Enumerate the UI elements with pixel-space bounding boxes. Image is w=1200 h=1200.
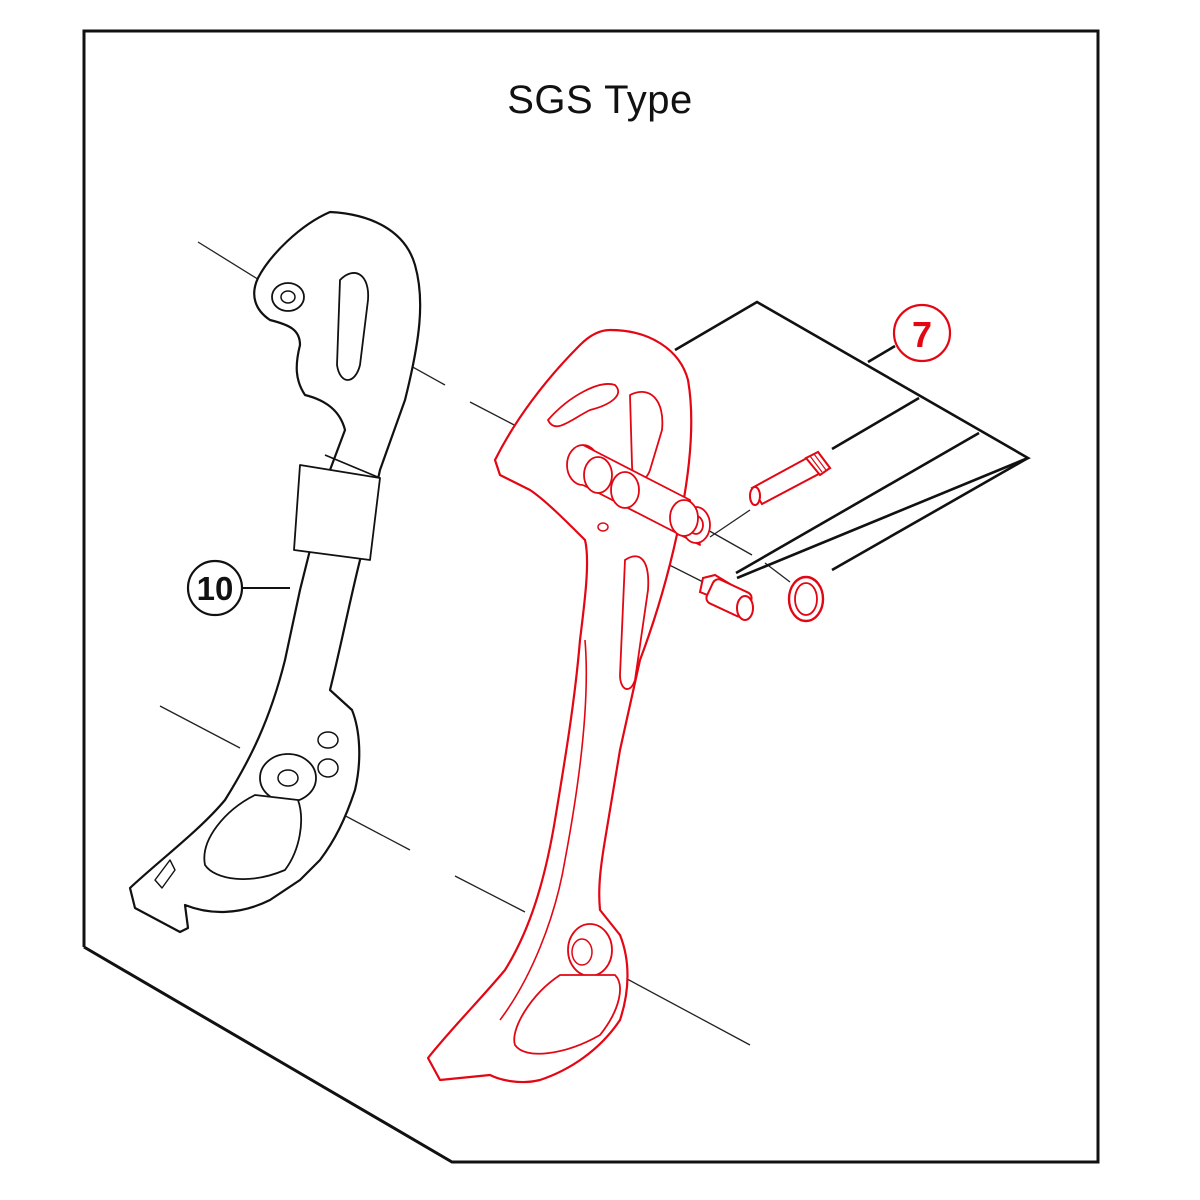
inner-plate-part-10[interactable] [128,210,422,934]
ring[interactable] [787,575,825,623]
bolt[interactable] [749,450,832,506]
callout-7-leaders [674,300,1031,580]
outer-plate-part-7[interactable] [426,328,711,1084]
diagram-frame [82,29,1100,1164]
axis-lines [159,241,791,1046]
diagram-title: SGS Type [507,78,693,122]
nut[interactable] [698,573,754,621]
callout-10-label: 10 [197,570,234,607]
callout-7-label: 7 [912,314,932,355]
callout-7[interactable]: 7 [892,303,952,363]
callout-10[interactable]: 10 [186,559,290,617]
